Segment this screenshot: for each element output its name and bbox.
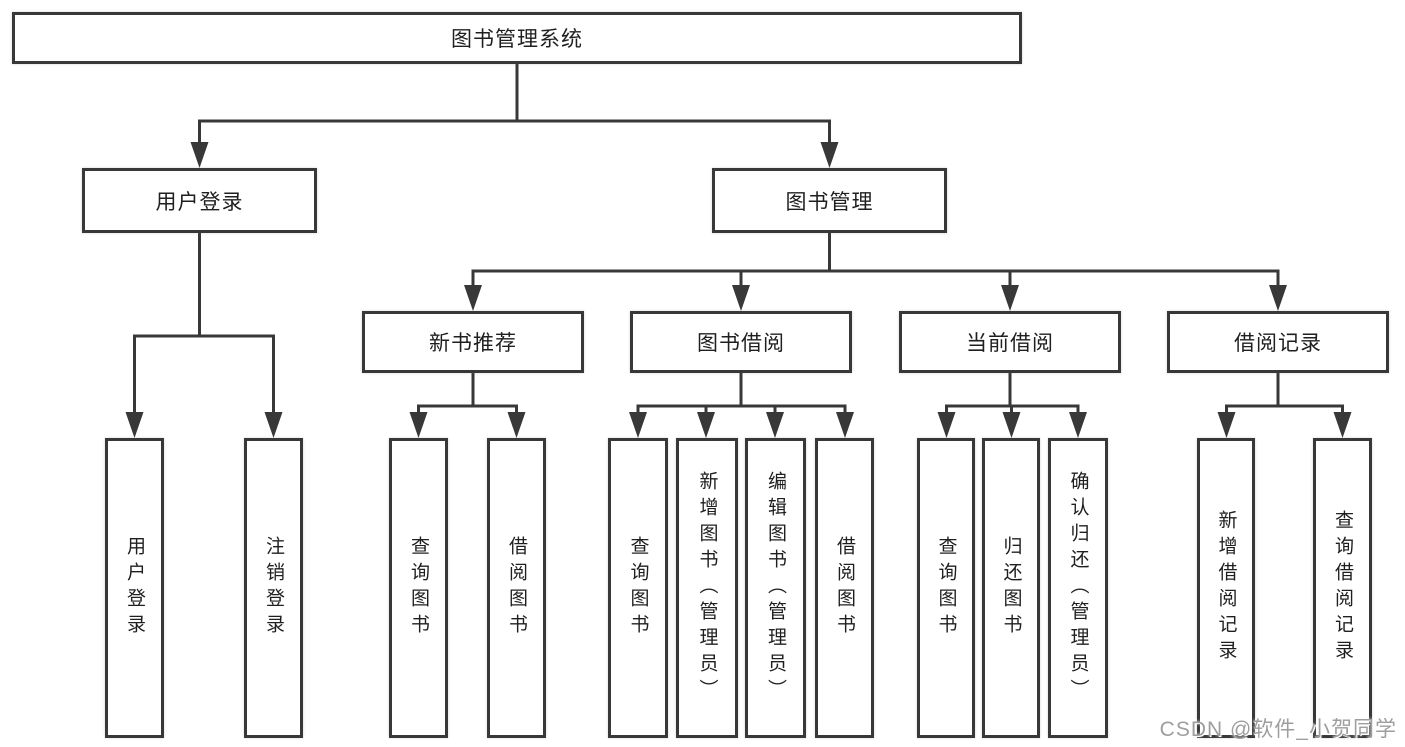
leaf-borrow-add-books-admin-label: 新增图书（管理员） [696,471,718,705]
leaf-borrow-add-books-admin: 新增图书（管理员） [676,438,738,738]
branch-root [198,62,831,148]
branch-book-borrowing [636,371,847,418]
node-book-borrowing: 图书借阅 [630,311,852,373]
leaf-borrow-borrow-books-label: 借阅图书 [834,536,855,640]
leaf-records-add-record: 新增借阅记录 [1197,438,1255,738]
leaf-user-login-label: 用户登录 [124,536,145,640]
leaf-user-login: 用户登录 [105,438,164,738]
leaf-borrow-edit-books-admin-label: 编辑图书（管理员） [765,471,786,705]
node-user-login: 用户登录 [82,168,317,233]
node-borrowing-records: 借阅记录 [1167,311,1389,373]
leaf-logout-label: 注销登录 [263,536,284,640]
leaf-borrow-query-books-label: 查询图书 [627,536,649,640]
node-current-borrowing: 当前借阅 [899,311,1121,373]
leaf-logout: 注销登录 [244,438,303,738]
csdn-watermark: CSDN @软件_小贺同学 [1159,718,1397,741]
leaf-current-query-books: 查询图书 [917,438,975,738]
branch-current-borrowing [945,371,1080,418]
leaf-recommend-query-books-label: 查询图书 [408,536,429,640]
branch-new-book-recommendation [417,371,518,418]
leaf-records-add-record-label: 新增借阅记录 [1215,510,1237,666]
leaf-borrow-edit-books-admin: 编辑图书（管理员） [745,438,806,738]
leaf-borrow-borrow-books: 借阅图书 [815,438,874,738]
leaf-current-return-books-label: 归还图书 [1000,536,1022,640]
leaf-borrow-query-books: 查询图书 [608,438,668,738]
leaf-records-query-record-label: 查询借阅记录 [1332,510,1353,666]
node-book-management: 图书管理 [712,168,947,233]
leaf-current-confirm-return-admin: 确认归还（管理员） [1048,438,1108,738]
node-library-management-system: 图书管理系统 [12,12,1022,64]
leaf-records-query-record: 查询借阅记录 [1313,438,1372,738]
leaf-current-return-books: 归还图书 [982,438,1040,738]
branch-borrowing-records [1225,371,1344,418]
leaf-recommend-query-books: 查询图书 [389,438,448,738]
branch-book-management [471,231,1280,291]
leaf-recommend-borrow-books-label: 借阅图书 [506,536,527,640]
leaf-recommend-borrow-books: 借阅图书 [487,438,546,738]
leaf-current-query-books-label: 查询图书 [935,536,957,640]
leaf-current-confirm-return-admin-label: 确认归还（管理员） [1067,471,1089,705]
branch-user-login [133,231,275,418]
node-new-book-recommendation: 新书推荐 [362,311,584,373]
